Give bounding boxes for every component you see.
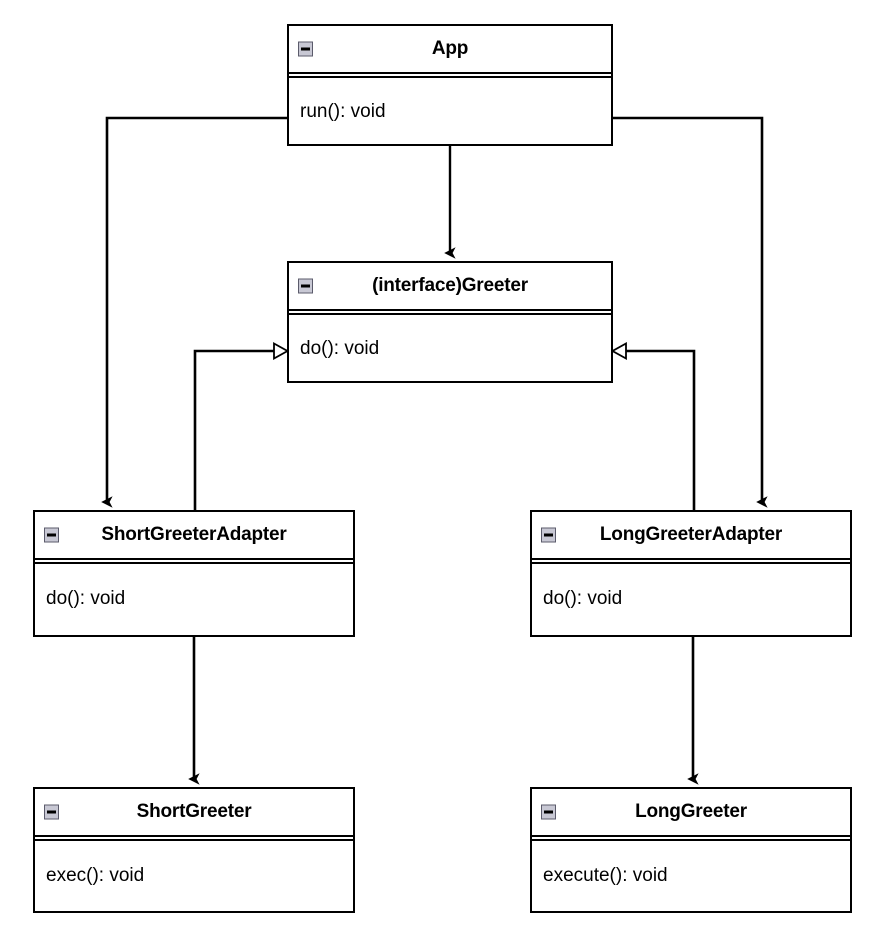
uml-members-short-greeter-adapter: do(): void — [35, 564, 353, 633]
uml-members-app: run(): void — [289, 78, 611, 146]
uml-member-row: do(): void — [300, 338, 380, 359]
uml-class-short-greeter[interactable]: ShortGreeter exec(): void — [33, 787, 355, 913]
uml-class-header-greeter: (interface)Greeter — [289, 263, 611, 311]
uml-class-header-long-greeter-adapter: LongGreeterAdapter — [532, 512, 850, 560]
uml-class-name-short-greeter-adapter: ShortGreeterAdapter — [101, 524, 287, 545]
uml-class-name-long-greeter: LongGreeter — [635, 801, 747, 822]
uml-member-row: do(): void — [46, 587, 126, 609]
uml-compartment-separator — [532, 560, 850, 564]
uml-compartment-separator — [532, 837, 850, 841]
collapse-minus-icon[interactable] — [44, 804, 59, 820]
edge-long-adapter-realizes-greeter — [613, 351, 696, 510]
uml-compartment-separator — [289, 74, 611, 78]
uml-compartment-separator — [35, 837, 353, 841]
uml-class-header-app: App — [289, 26, 611, 74]
uml-class-name-greeter: (interface)Greeter — [372, 275, 528, 296]
uml-class-name-long-greeter-adapter: LongGreeterAdapter — [599, 524, 783, 545]
uml-class-long-greeter-adapter[interactable]: LongGreeterAdapter do(): void — [530, 510, 852, 637]
uml-class-header-short-greeter: ShortGreeter — [35, 789, 353, 837]
collapse-minus-icon[interactable] — [541, 804, 556, 820]
uml-members-long-greeter: execute(): void — [532, 841, 850, 910]
collapse-minus-icon[interactable] — [298, 278, 313, 294]
uml-member-row: exec(): void — [46, 864, 145, 886]
uml-class-name-app: App — [431, 38, 469, 59]
collapse-minus-icon[interactable] — [541, 527, 556, 543]
uml-class-header-short-greeter-adapter: ShortGreeterAdapter — [35, 512, 353, 560]
uml-compartment-separator — [35, 560, 353, 564]
collapse-minus-icon[interactable] — [44, 527, 59, 543]
collapse-minus-icon[interactable] — [298, 41, 313, 57]
uml-compartment-separator — [289, 311, 611, 315]
uml-class-long-greeter[interactable]: LongGreeter execute(): void — [530, 787, 852, 913]
uml-member-row: do(): void — [543, 587, 623, 609]
uml-members-greeter: do(): void — [289, 315, 611, 383]
edge-short-adapter-realizes-greeter — [193, 351, 287, 510]
uml-class-app[interactable]: App run(): void — [287, 24, 613, 146]
uml-class-greeter[interactable]: (interface)Greeter do(): void — [287, 261, 613, 383]
uml-members-short-greeter: exec(): void — [35, 841, 353, 910]
edge-app-to-short-adapter — [101, 116, 287, 508]
uml-member-row: execute(): void — [543, 864, 668, 886]
uml-member-row: run(): void — [300, 101, 386, 122]
edge-app-to-long-adapter — [613, 116, 768, 508]
uml-class-header-long-greeter: LongGreeter — [532, 789, 850, 837]
uml-class-name-short-greeter: ShortGreeter — [136, 801, 252, 822]
uml-class-short-greeter-adapter[interactable]: ShortGreeterAdapter do(): void — [33, 510, 355, 637]
uml-members-long-greeter-adapter: do(): void — [532, 564, 850, 633]
